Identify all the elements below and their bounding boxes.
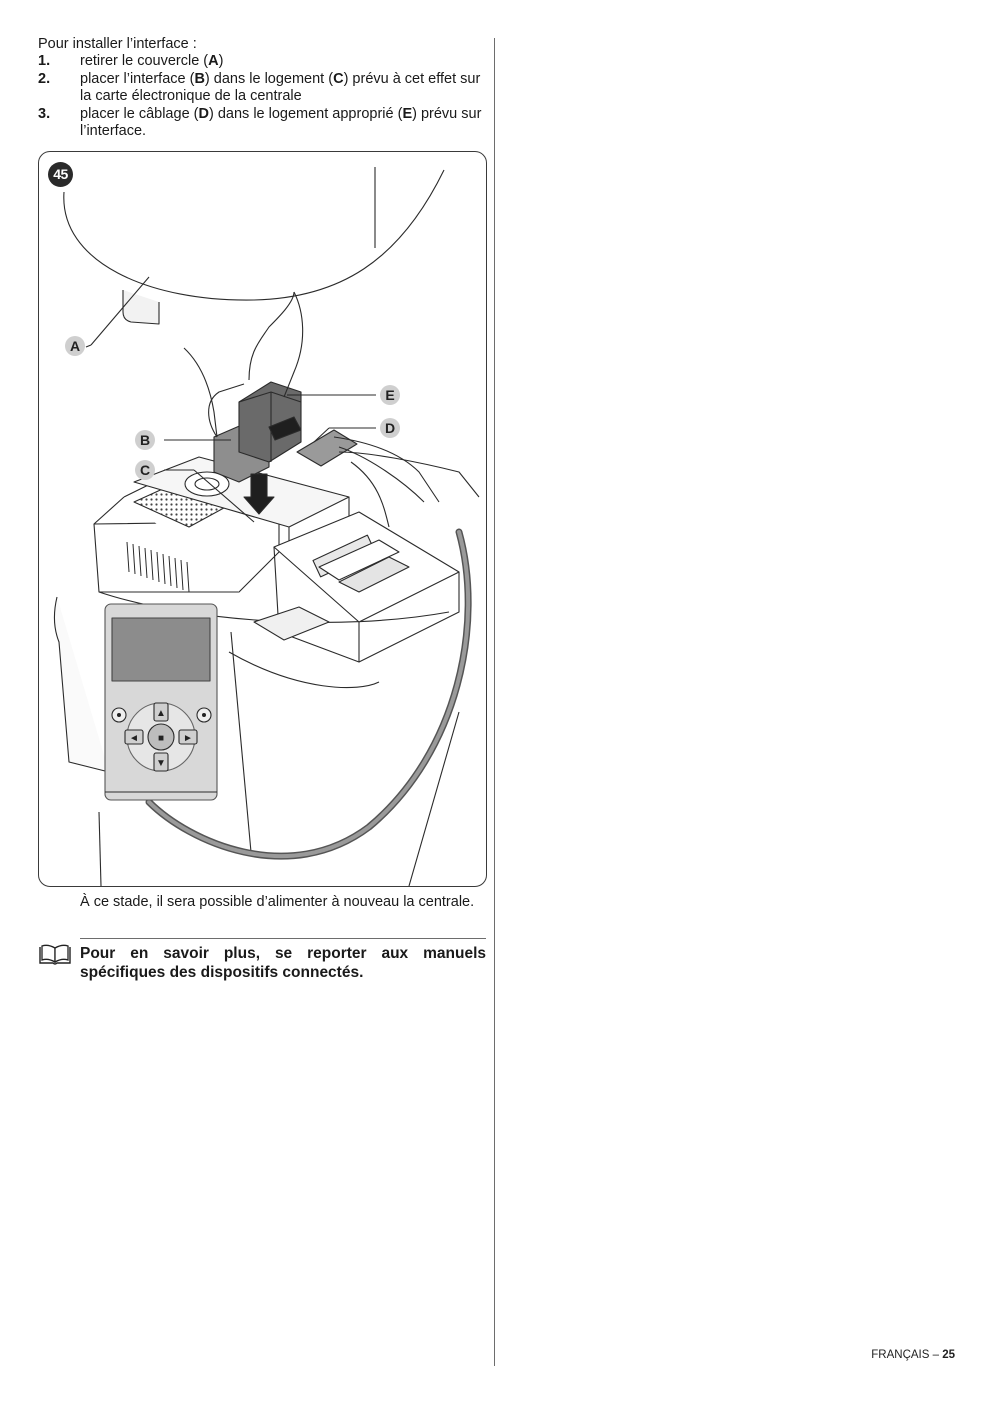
step-3: 3. placer le câblage (D) dans le logemen… [38, 106, 488, 141]
figure-number-badge: 45 [48, 162, 73, 187]
figure-45-illustration: ▲ ▼ ◄ ► ■ 45 A B C E D [38, 151, 487, 887]
remote-right-glyph: ► [183, 733, 193, 744]
callout-c: C [135, 460, 155, 480]
callout-b: B [135, 430, 155, 450]
step-text: placer l’interface (B) dans le logement … [80, 70, 481, 105]
callout-e: E [380, 385, 400, 405]
note-text: Pour en savoir plus, se reporter aux man… [80, 945, 486, 981]
book-icon [39, 944, 71, 965]
callout-a: A [65, 336, 85, 356]
page-footer: FRANÇAIS – 25 [871, 1349, 955, 1361]
step-2: 2. placer l’interface (B) dans le logeme… [38, 71, 488, 106]
step-number: 2. [38, 70, 51, 87]
installation-drawing: ▲ ▼ ◄ ► ■ [53, 167, 480, 886]
page-number: 25 [942, 1349, 955, 1361]
remote-up-glyph: ▲ [156, 708, 166, 719]
intro-text: Pour installer l’interface : [38, 36, 197, 52]
step-text: placer le câblage (D) dans le logement a… [80, 105, 482, 140]
step-text: retirer le couvercle (A) [80, 53, 224, 69]
step-1: 1. retirer le couvercle (A) [38, 53, 488, 71]
remote-center-glyph: ■ [158, 733, 164, 744]
step-list: 1. retirer le couvercle (A) 2. placer l’… [38, 53, 488, 141]
footer-language: FRANÇAIS – [871, 1349, 943, 1361]
note-divider [80, 938, 486, 939]
remote-down-glyph: ▼ [156, 758, 166, 769]
callout-d: D [380, 418, 400, 438]
column-divider [494, 38, 495, 1366]
step-number: 3. [38, 105, 51, 122]
remote-left-glyph: ◄ [129, 733, 139, 744]
step-number: 1. [38, 53, 51, 69]
after-figure-text: À ce stade, il sera possible d’alimenter… [80, 894, 475, 910]
